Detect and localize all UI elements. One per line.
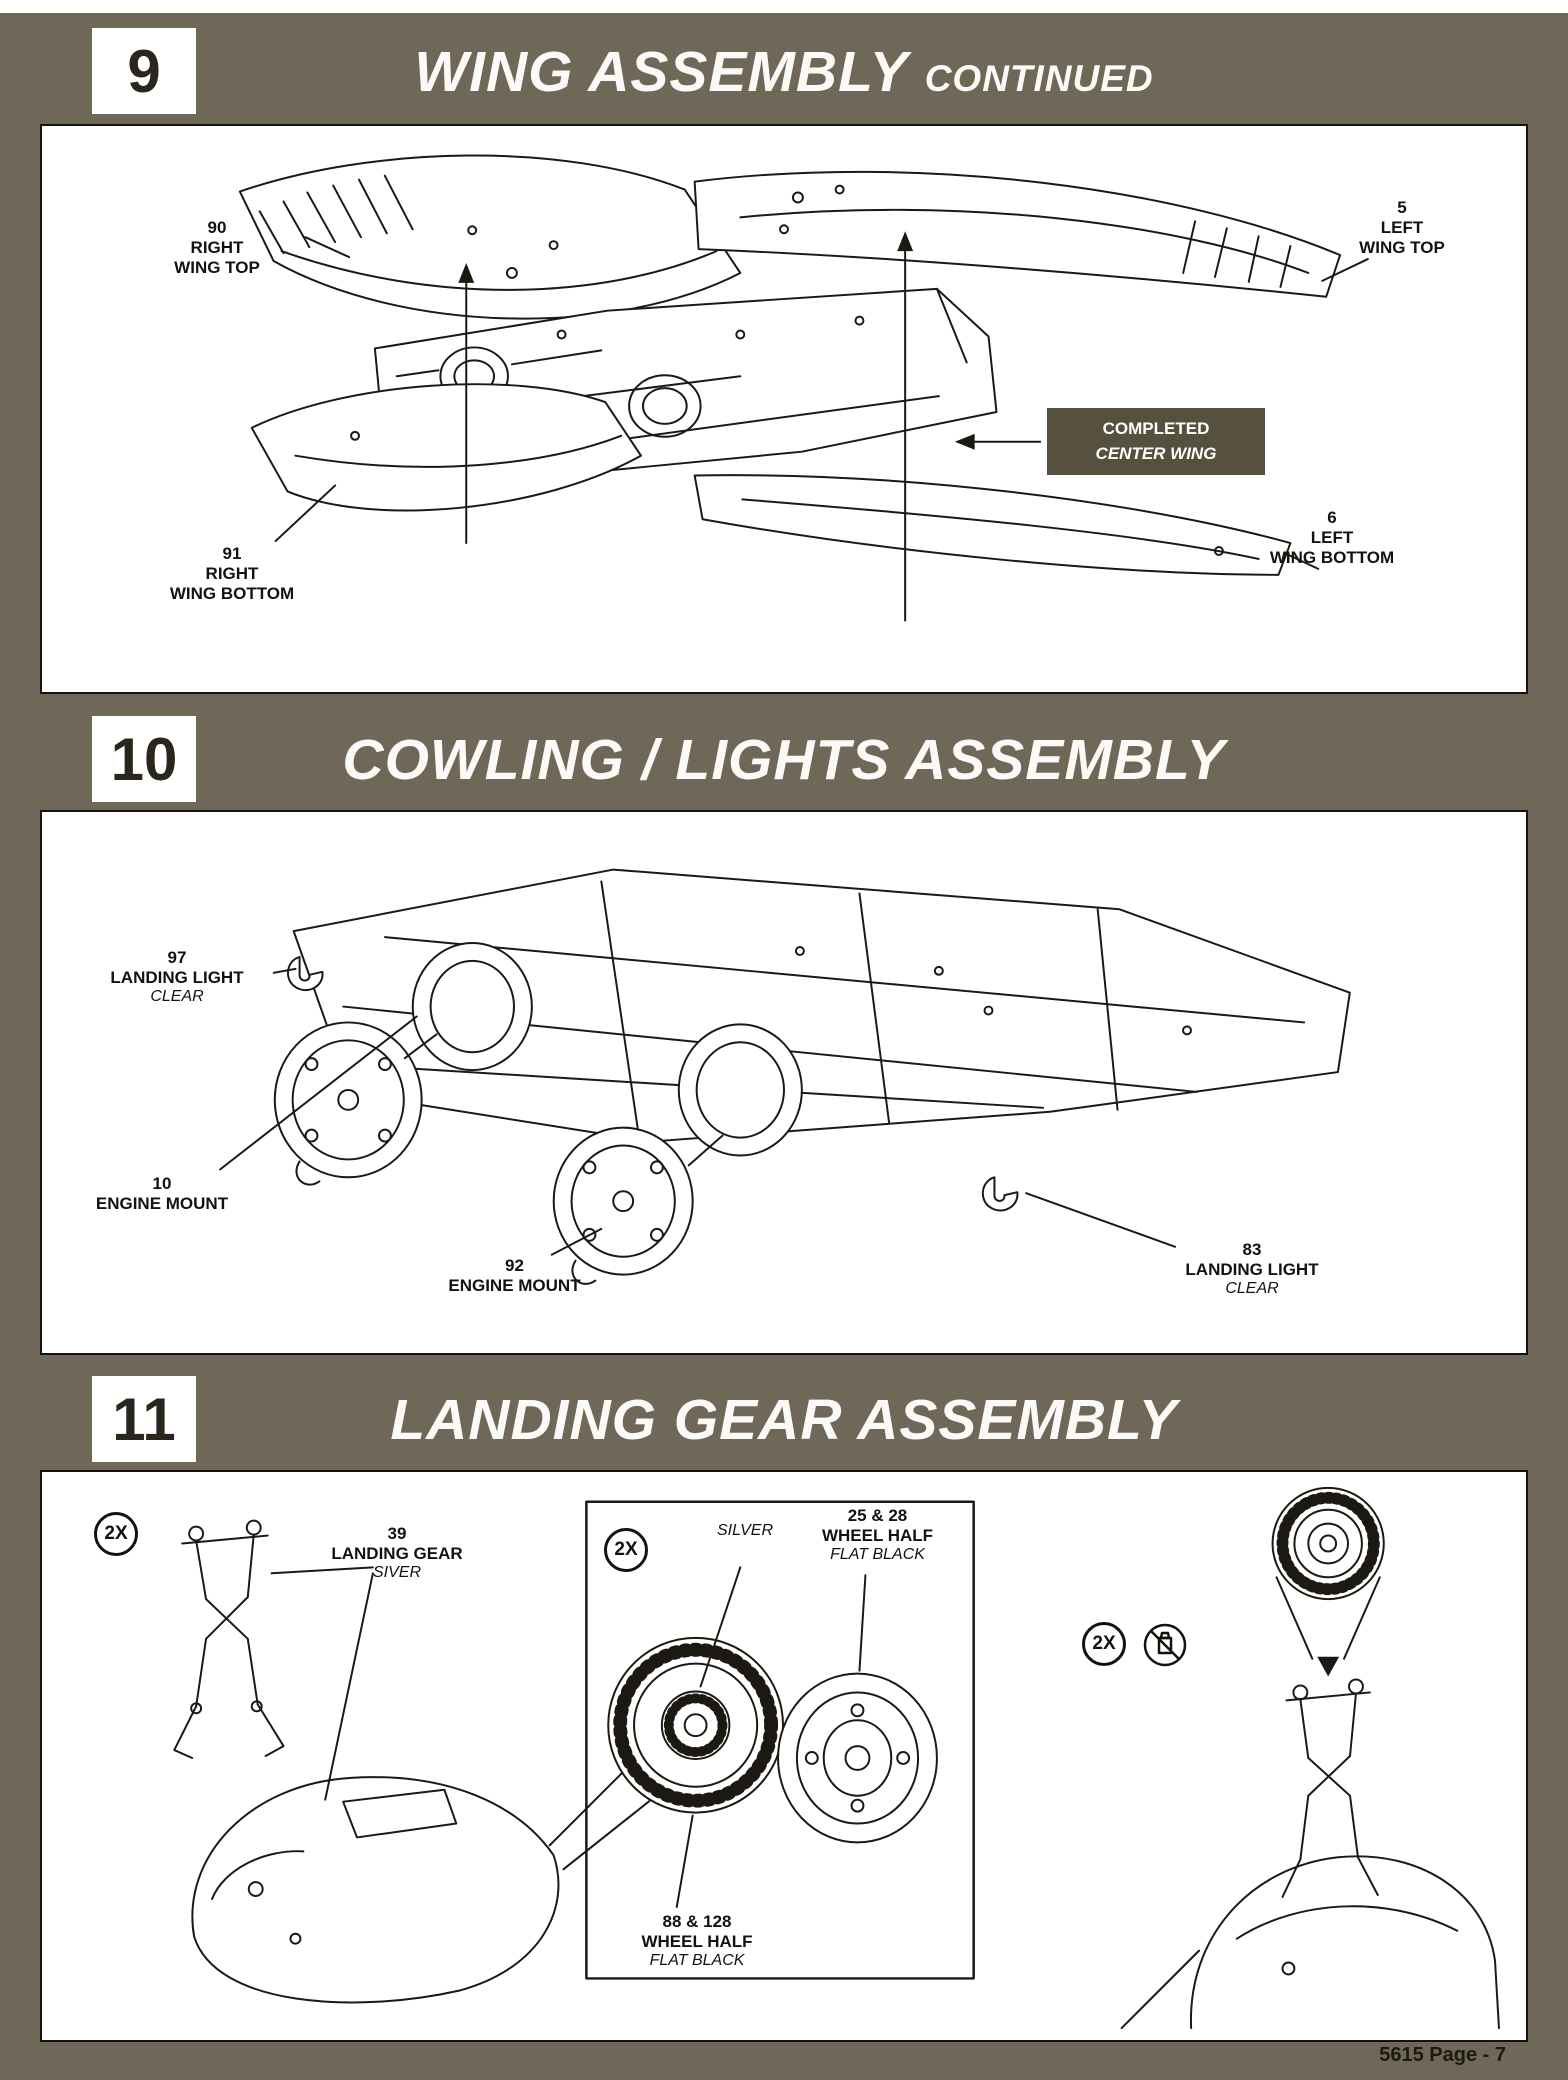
- part-label-91: 91 RIGHT WING BOTTOM: [137, 544, 327, 604]
- wheel-half-88-drawing: [607, 1636, 785, 1814]
- left-wing-top-drawing: [693, 170, 1342, 298]
- cowling-lights-drawing: [219, 868, 1351, 1285]
- leader-lines: [270, 1566, 867, 1908]
- finish-note: CLEAR: [1225, 1280, 1279, 1298]
- part-label-25-28: 25 & 28 WHEEL HALF FLAT BLACK: [790, 1506, 965, 1565]
- finish-note: FLAT BLACK: [830, 1546, 925, 1564]
- engine-mount-92-drawing: [552, 1126, 694, 1285]
- part-name-line: LANDING GEAR: [331, 1544, 463, 1564]
- part-label-5: 5 LEFT WING TOP: [1312, 198, 1492, 258]
- part-name-line: ENGINE MOUNT: [448, 1276, 581, 1296]
- landing-gear-39-drawing: [173, 1519, 285, 1759]
- right-nacelle-drawing: [1120, 1855, 1500, 2030]
- step-9-header: 9 WING ASSEMBLY CONTINUED: [40, 24, 1528, 120]
- part-label-88-128: 88 & 128 WHEEL HALF FLAT BLACK: [602, 1912, 792, 1971]
- finish-note: FLAT BLACK: [649, 1952, 745, 1970]
- part-label-10: 10 ENGINE MOUNT: [62, 1174, 262, 1214]
- step-9-title-suffix: CONTINUED: [924, 58, 1154, 99]
- part-number: 39: [387, 1524, 407, 1543]
- part-name-line: LANDING LIGHT: [1185, 1260, 1319, 1280]
- part-name-line: ENGINE MOUNT: [95, 1194, 229, 1214]
- landing-light-97-drawing: [287, 955, 324, 992]
- step-9-number: 9: [92, 28, 196, 114]
- step-10-header: 10 COWLING / LIGHTS ASSEMBLY: [40, 712, 1528, 808]
- quantity-badge: 2X: [1082, 1622, 1126, 1666]
- part-label-90: 90 RIGHT WING TOP: [132, 218, 302, 278]
- leader-lines: [219, 967, 1177, 1256]
- part-number: 88 & 128: [662, 1912, 732, 1931]
- part-number: 10: [152, 1174, 172, 1193]
- step-9-title-text: WING ASSEMBLY: [414, 40, 909, 104]
- part-number: 97: [167, 948, 187, 967]
- step-10-number: 10: [92, 716, 196, 802]
- part-label-97: 97 LANDING LIGHT CLEAR: [82, 948, 272, 1007]
- engine-nacelle-left: [411, 942, 533, 1072]
- step-11-title: LANDING GEAR ASSEMBLY: [390, 1388, 1178, 1452]
- callout-line: COMPLETED: [1102, 419, 1210, 438]
- part-number: 92: [505, 1256, 524, 1275]
- part-name-line: WHEEL HALF: [641, 1932, 753, 1952]
- quantity-badge: 2X: [604, 1528, 648, 1572]
- part-name-line: WHEEL HALF: [821, 1526, 934, 1546]
- landing-gear-drawing: [173, 1486, 1500, 2030]
- part-number: 83: [1242, 1240, 1262, 1259]
- part-name-line: LEFT: [1310, 528, 1354, 548]
- left-wing-bottom-drawing: [693, 474, 1292, 576]
- step-9-title: WING ASSEMBLY CONTINUED: [40, 39, 1528, 105]
- part-number: 91: [222, 544, 242, 563]
- step-10-title: COWLING / LIGHTS ASSEMBLY: [342, 728, 1226, 792]
- quantity-badge: 2X: [94, 1512, 138, 1556]
- part-name-line: WING BOTTOM: [169, 584, 295, 604]
- step-11-panel: 2X 39 LANDING GEAR SIVER 2X SILVER 25 & …: [40, 1470, 1528, 2042]
- part-number: 25 & 28: [847, 1506, 908, 1525]
- right-wing-bottom-drawing: [250, 383, 643, 512]
- insertion-arrow: [1275, 1576, 1381, 1677]
- leader-lines: [274, 236, 1369, 570]
- part-label-6: 6 LEFT WING BOTTOM: [1232, 508, 1432, 568]
- step-11-number: 11: [92, 1376, 196, 1462]
- part-name-line: RIGHT: [205, 564, 259, 584]
- wing-assembly-drawing: [238, 154, 1369, 622]
- part-label-83: 83 LANDING LIGHT CLEAR: [1147, 1240, 1357, 1299]
- finish-note: SIVER: [372, 1564, 421, 1582]
- part-number: 5: [1397, 198, 1407, 217]
- part-name-line: WING BOTTOM: [1269, 548, 1395, 568]
- part-name-line: LEFT: [1380, 218, 1424, 238]
- step-10-panel: 97 LANDING LIGHT CLEAR 10 ENGINE MOUNT 9…: [40, 810, 1528, 1355]
- part-number: 6: [1327, 508, 1337, 527]
- part-label-39: 39 LANDING GEAR SIVER: [292, 1524, 502, 1583]
- engine-nacelle-right: [677, 1023, 803, 1157]
- no-glue-icon: [1142, 1622, 1188, 1668]
- wheel-detail-box: [585, 1500, 975, 1980]
- part-label-92: 92 ENGINE MOUNT: [422, 1256, 607, 1296]
- engine-mount-10-drawing: [273, 1021, 423, 1186]
- right-wing-top-drawing: [238, 154, 742, 320]
- page-footer: 5615 Page - 7: [1379, 2044, 1506, 2066]
- assembly-arrows: [458, 231, 914, 622]
- silver-finish-label: SILVER: [690, 1522, 800, 1541]
- finish-note: CLEAR: [150, 988, 204, 1006]
- page-edge: [0, 0, 1568, 13]
- step-11-header: 11 LANDING GEAR ASSEMBLY: [40, 1372, 1528, 1468]
- part-number: 90: [207, 218, 227, 237]
- landing-light-83-drawing: [981, 1176, 1019, 1212]
- part-name-line: RIGHT: [190, 238, 244, 258]
- step-9-panel: 90 RIGHT WING TOP 5 LEFT WING TOP 91 RIG…: [40, 124, 1528, 694]
- right-wheel-drawing: [1271, 1486, 1385, 1601]
- wheel-half-25-drawing: [777, 1672, 938, 1844]
- completed-center-wing-callout: COMPLETED CENTER WING: [1047, 408, 1265, 476]
- part-name-line: WING TOP: [1359, 238, 1445, 258]
- finish-note: SILVER: [716, 1522, 774, 1539]
- part-name-line: LANDING LIGHT: [110, 968, 244, 988]
- callout-line: CENTER WING: [1095, 443, 1217, 463]
- right-landing-gear-drawing: [1281, 1678, 1379, 1898]
- part-name-line: WING TOP: [174, 258, 260, 278]
- wing-underside-drawing: [292, 868, 1351, 1143]
